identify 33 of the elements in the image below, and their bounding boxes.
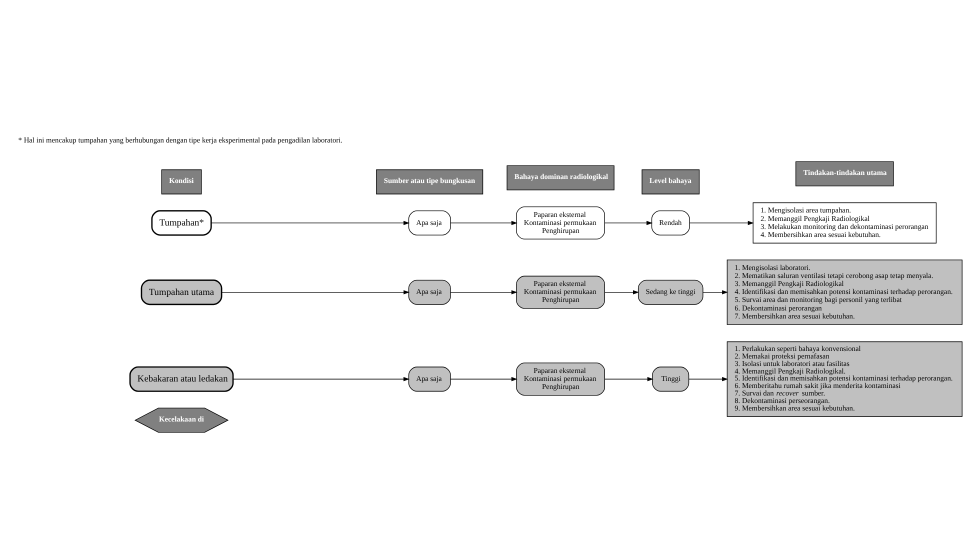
node-box: Kondisi bbox=[161, 168, 202, 194]
arrow bbox=[604, 290, 640, 294]
arrow bbox=[210, 220, 410, 225]
node-box: Apa saja bbox=[408, 366, 451, 392]
arrow bbox=[233, 376, 410, 381]
node-box: Paparan eksternal Kontaminasi permukaan Penghirupan bbox=[516, 206, 605, 239]
arrow bbox=[688, 376, 728, 381]
node-box: Kebakaran atau ledakan bbox=[129, 366, 234, 392]
node-box: 1. Perlakukan seperti bahaya konvensional 2. Memakai proteksi pernafasan 3. Isolasi untuk laboratori atau fasilitas 4. Memanggil Pengkaji Radiologikal. 5. Identifikasi dan memisahkan potensi kontaminasi terhadap perorangan. 6. Memberitahu rumah sakit jika menderita kontaminasi 7. Survai dan recover sumber. 8. Dekontaminasi perseorangan. 9. Membersihkan area sesuai kebutuhan. bbox=[726, 340, 962, 416]
node-box: Rendah bbox=[651, 210, 690, 235]
arrow bbox=[604, 376, 654, 381]
node-box: Sumber atau tipe bungkusan bbox=[376, 168, 484, 194]
node-box: 1. Mengisolasi area tumpahan. 2. Memanggil Pengkaji Radiologikal 3. Melakukan monitoring dan dekontaminasi perorangan 4. Membersihkan area sesuai kebutuhan. bbox=[752, 202, 937, 243]
node-box: Level bahaya bbox=[642, 168, 700, 194]
node-box: Tinggi bbox=[652, 366, 690, 392]
arrow bbox=[450, 290, 518, 294]
arrow bbox=[604, 220, 653, 225]
node-box: Bahaya dominan radiologikal bbox=[506, 164, 614, 190]
node-box: Sedang ke tinggi bbox=[638, 279, 704, 304]
arrow bbox=[222, 290, 410, 294]
label: * Hal ini mencakup tumpahan yang berhubungan dengan tipe kerja eksperimental pada pengadilan laboratori. bbox=[18, 135, 343, 144]
node-box: Tumpahan utama bbox=[140, 279, 222, 305]
node-box: Apa saja bbox=[408, 210, 451, 235]
node-box: Apa saja bbox=[408, 279, 451, 304]
node-box: Tindakan-tindakan utama bbox=[796, 160, 894, 186]
node-box: Paparan eksternal Kontaminasi permukaan Penghirupan bbox=[516, 362, 605, 396]
arrow bbox=[450, 220, 518, 225]
node-box: Tumpahan* bbox=[151, 210, 212, 236]
node-box: Paparan eksternal Kontaminasi permukaan Penghirupan bbox=[516, 275, 605, 308]
node-box: 1. Mengisolasi laboratori. 2. Mematikan saluran ventilasi tetapi cerobong asap tetap menyala. 3. Memanggil Pengkaji Radiologikal 4. Identifikasi dan memisahkan potensi kontaminasi terhadap perorangan. 5. Survai area dan monitoring bagi personil yang terlibat 6. Dekontaminasi perorangan 7. Membersihkan area sesuai kebutuhan. bbox=[726, 259, 962, 324]
arrow bbox=[689, 220, 754, 225]
arrow bbox=[450, 376, 518, 381]
arrow bbox=[702, 290, 728, 294]
